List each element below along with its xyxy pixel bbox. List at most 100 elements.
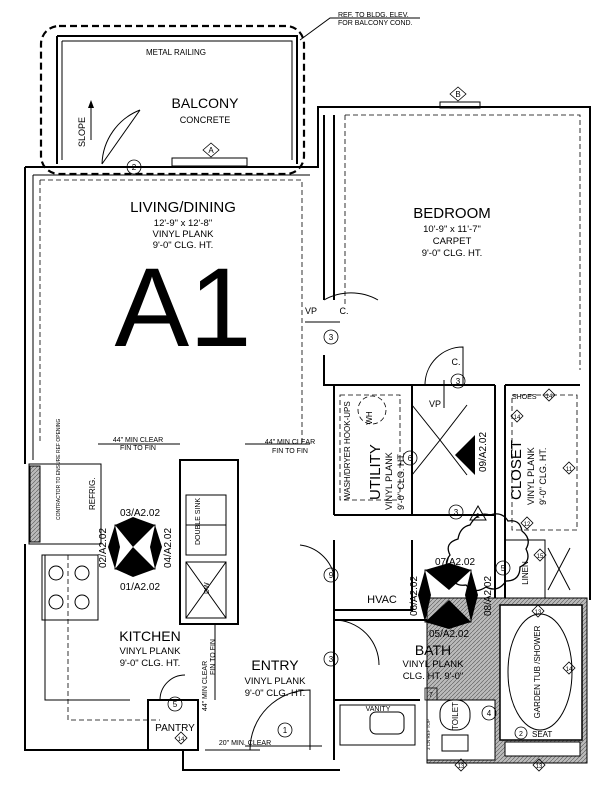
slope-label: SLOPE (77, 117, 87, 147)
water-heater (357, 395, 387, 425)
closet-name: CLOSET (508, 440, 525, 500)
clear-note-1b: FIN TO FIN (120, 445, 156, 452)
bedroom-ceiling: 9'-0" CLG. HT. (422, 248, 483, 259)
closet-shelves (504, 420, 546, 600)
wh-label: WH (365, 411, 374, 425)
balcony-window (171, 157, 248, 167)
burner-1 (48, 565, 64, 581)
tag-11: 11 (566, 467, 573, 473)
vp-bedroom: VP (429, 399, 441, 409)
clear-note-1a: 44" MIN CLEAR (113, 437, 163, 444)
balcony-railing-outer (56, 35, 298, 164)
dishwasher-x (185, 561, 227, 619)
tag-2-seat: 2 (519, 731, 523, 738)
bath-ceiling: CLG. HT. 9'-0" (403, 671, 464, 682)
kitchen-island (179, 459, 239, 625)
door-tag-3b: 3 (456, 377, 461, 386)
exterior-walls (24, 101, 591, 771)
utility-south-wall (334, 385, 495, 516)
slope-arrowhead (88, 100, 94, 108)
door-tag-3c: 3 (454, 508, 459, 517)
window-tags (202, 86, 467, 158)
kitchen-name: KITCHEN (119, 628, 180, 644)
utility-door-swing (424, 346, 464, 386)
c-bedroom: C. (452, 357, 461, 367)
entry-door-swing (249, 689, 311, 751)
bath-elevation-symbol (418, 563, 478, 629)
refrigerator-hatch (29, 465, 41, 543)
refrigerator (28, 463, 102, 545)
elev-utility: 09/A2.02 (478, 432, 489, 472)
toilet-tank (441, 734, 469, 752)
tag-diamond (520, 516, 534, 530)
utility-elevation-marker (455, 435, 475, 475)
door-tag-5: 5 (173, 700, 178, 709)
bedroom-west-wall (323, 115, 495, 386)
vanity-sink (369, 711, 405, 735)
refrig-label: REFRIG. (88, 478, 97, 510)
tub-label: GARDEN TUB /SHOWER (533, 625, 542, 718)
clear-note-2a: 44" MIN CLEAR (265, 439, 315, 446)
pantry-name: PANTRY (155, 723, 195, 734)
bedroom-window (439, 101, 481, 109)
kitchen-ceiling: 9'-0" CLG. HT. (120, 658, 181, 669)
door-tag-9: 9 (329, 571, 334, 580)
bedroom-closet-door-swing (323, 292, 379, 301)
elev-kitchen-right: 04/A2.02 (163, 528, 174, 568)
living-name: LIVING/DINING (130, 199, 236, 216)
bath-finish: VINYL PLANK (403, 659, 465, 670)
bath-elevation-box (424, 569, 472, 623)
bath-name: BATH (415, 642, 451, 658)
utility-bifold-doors (411, 404, 468, 476)
tag-15: 15 (537, 554, 544, 560)
entry-ceiling: 9'-0" CLG. HT. (245, 688, 306, 699)
balcony-ref-note-1: REF. TO BLDG. ELEV. (338, 12, 409, 19)
kitchen-elevation-right (150, 525, 162, 569)
tag-14c: 14 (514, 415, 521, 421)
door-tag-circle (323, 651, 339, 667)
tag-diamond (562, 661, 576, 675)
door-tags (126, 159, 511, 738)
vanity-note: 3 CN REF TOP (426, 719, 431, 750)
door-tag-circle (450, 373, 466, 389)
tag-14b: 14 (566, 667, 573, 673)
shoes-label: SHOES (512, 394, 537, 401)
clear-note-3a: 44" MIN CLEAR (202, 661, 209, 711)
tag-12: 12 (524, 522, 531, 528)
burner-3 (48, 594, 64, 610)
elev-bath-top: 07/A2.02 (435, 557, 475, 568)
living-dashed-clear (39, 179, 303, 444)
tub-basin (507, 613, 573, 731)
pantry (147, 699, 199, 751)
kitchen-elevation-top (115, 517, 155, 547)
clear-note-2b: FIN TO FIN (272, 448, 308, 455)
seat-label: SEAT (532, 730, 552, 739)
kitchen-elevation-symbol (108, 517, 162, 577)
vanity-label: VANITY (366, 706, 391, 713)
toilet (439, 699, 471, 731)
window-tag-b: B (455, 90, 460, 99)
door-tag-2: 2 (132, 163, 137, 172)
elev-kitchen-left: 02/A2.02 (98, 528, 109, 568)
bath-area (339, 504, 588, 764)
living-size: 12'-9" x 12'-8" (154, 218, 212, 229)
bedroom-name: BEDROOM (413, 205, 491, 222)
linen-name: LINEN (521, 561, 530, 585)
kitchen-elevation-left (108, 525, 120, 569)
closet-finish: VINYL PLANK (526, 447, 536, 505)
revision-number: 1 (476, 513, 480, 520)
tag-diamond (531, 604, 545, 618)
entry-finish: VINYL PLANK (245, 676, 307, 687)
door-tag-circle (448, 504, 464, 520)
garden-tub (499, 604, 583, 741)
north-east-wall (25, 106, 591, 600)
equipment-tags (174, 388, 576, 772)
sink-label: DOUBLE SINK (195, 498, 202, 545)
clear-note-3b: FIN TO FIN (210, 639, 217, 675)
kitchen-elevation-box (114, 524, 156, 570)
balcony-dashed-outline (39, 24, 306, 176)
balcony-leader (299, 17, 420, 41)
door-tag-circle (323, 329, 339, 345)
tag-diamond (562, 461, 576, 475)
